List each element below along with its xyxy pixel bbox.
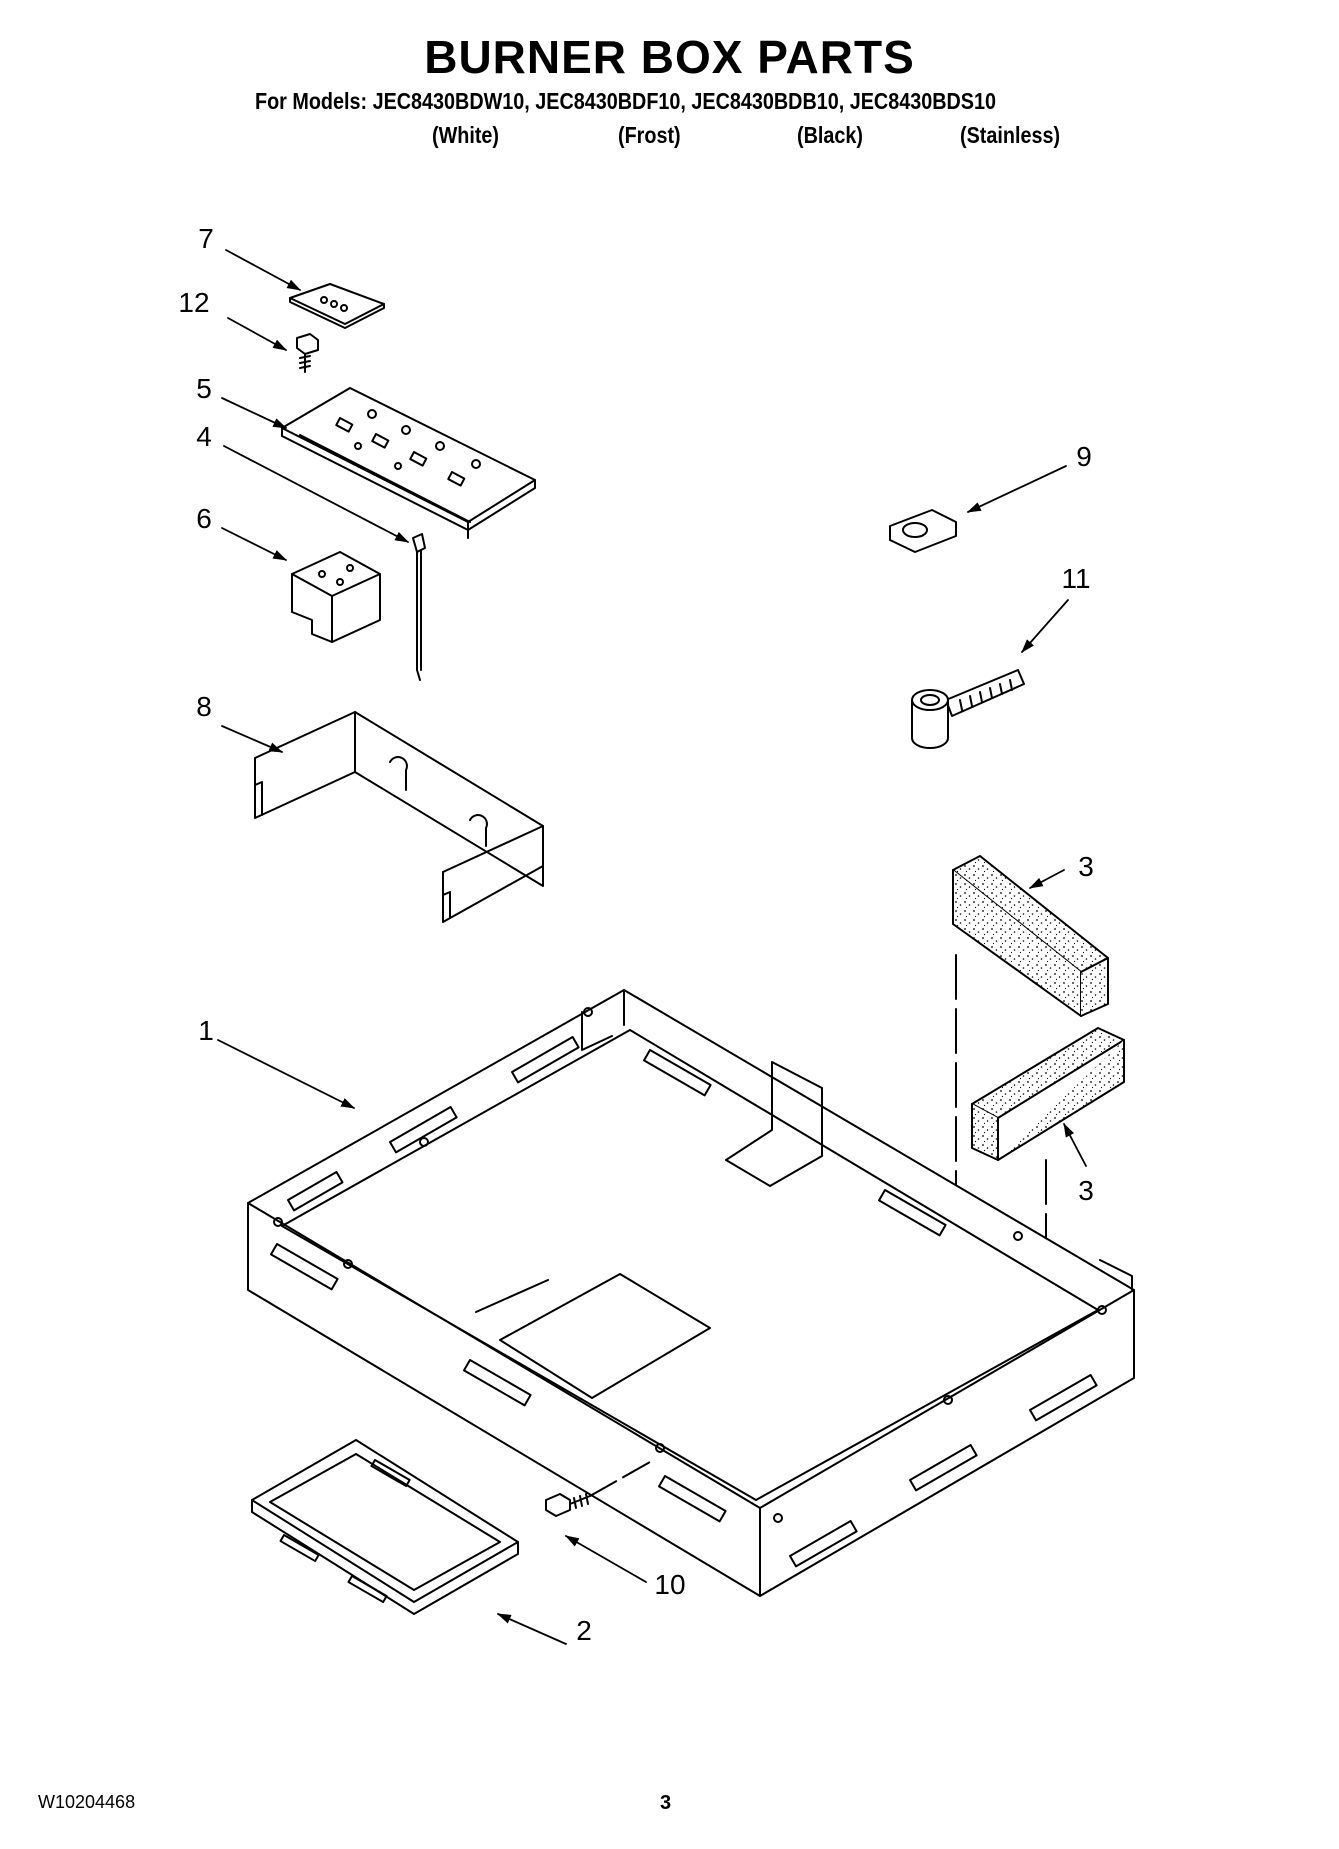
callout-8: 8 <box>196 691 212 722</box>
variant-white: (White) <box>432 122 500 148</box>
part-7-cover-plate <box>289 283 385 329</box>
part-12-screw <box>296 333 319 373</box>
callout-4: 4 <box>196 421 212 452</box>
callout-6: 6 <box>196 503 212 534</box>
callout-7: 7 <box>198 223 214 254</box>
callout-5: 5 <box>196 373 212 404</box>
part-3-insulation-lower <box>971 1027 1125 1161</box>
part-2-cover-tray <box>251 1439 519 1615</box>
page-number: 3 <box>660 1792 672 1814</box>
part-4-probe <box>412 533 426 681</box>
callout-12: 12 <box>178 287 209 318</box>
page-title: BURNER BOX PARTS <box>424 31 915 83</box>
part-11-connector <box>911 669 1025 749</box>
variant-stainless: (Stainless) <box>960 122 1061 148</box>
callout-labels: 7 12 5 4 6 8 9 11 3 3 1 10 2 <box>178 223 1093 1646</box>
callout-9: 9 <box>1076 441 1092 472</box>
callout-3-lower: 3 <box>1078 1175 1094 1206</box>
part-10-screw <box>545 1461 651 1517</box>
variant-black: (Black) <box>797 122 863 148</box>
part-9-clip <box>889 509 957 553</box>
leader-arrows <box>217 249 1087 1645</box>
callout-3-upper: 3 <box>1078 851 1094 882</box>
callout-11: 11 <box>1061 563 1090 594</box>
callout-1: 1 <box>198 1015 214 1046</box>
part-1-burner-box <box>247 989 1135 1597</box>
part-8-heat-shield <box>254 711 544 923</box>
models-line: For Models: JEC8430BDW10, JEC8430BDF10, … <box>255 88 996 114</box>
callout-2: 2 <box>576 1615 592 1646</box>
part-3-insulation-upper <box>952 855 1109 1017</box>
part-6-terminal-block <box>291 551 381 643</box>
variant-frost: (Frost) <box>618 122 681 148</box>
callout-10: 10 <box>654 1569 685 1600</box>
part-5-control-bracket <box>281 387 536 539</box>
document-number: W10204468 <box>38 1792 136 1812</box>
